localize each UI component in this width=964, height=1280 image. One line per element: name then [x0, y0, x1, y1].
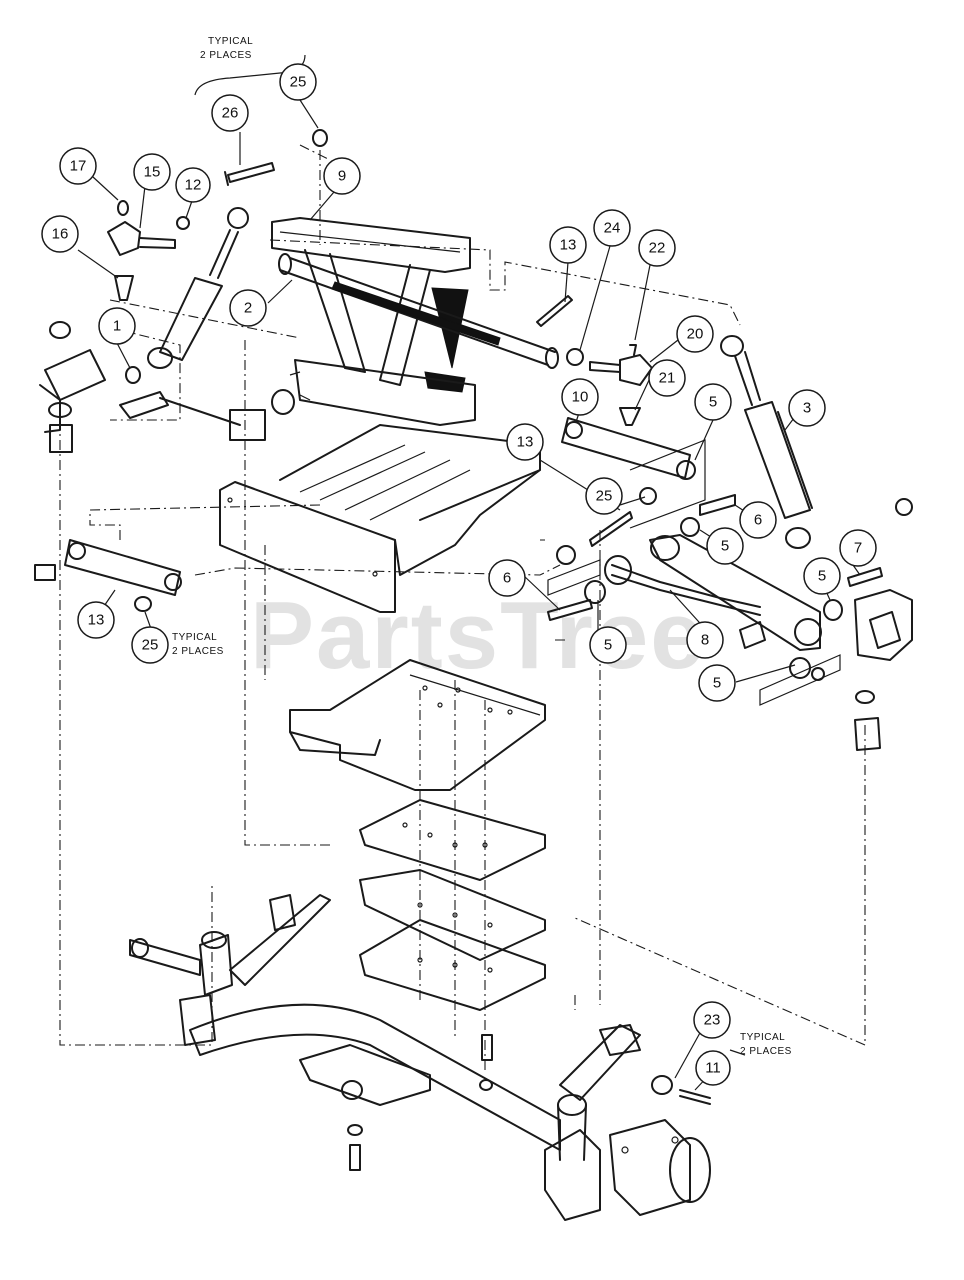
callout-20-label: 20: [687, 326, 704, 343]
callout-3: 3: [788, 389, 826, 427]
front-axle-assembly: [129, 894, 561, 1171]
callout-17: 17: [59, 147, 97, 185]
tie-rod-end-right: [536, 295, 653, 426]
callout-13-top: 13: [549, 226, 587, 264]
callout-5-a-label: 5: [709, 394, 717, 411]
center-mount-plate: [289, 659, 546, 791]
callout-1: 1: [98, 307, 136, 345]
callout-3-label: 3: [803, 400, 811, 417]
right-shock-absorber: [720, 335, 813, 549]
callout-25-top: 25: [279, 63, 317, 101]
callout-24: 24: [593, 209, 631, 247]
callout-15-label: 15: [144, 164, 161, 181]
tie-rod-end-left: [107, 200, 190, 301]
note-right-line2: 2 PLACES: [740, 1046, 792, 1057]
callout-2: 2: [229, 289, 267, 327]
note-right-line1: TYPICAL: [740, 1032, 785, 1043]
tie-bar-part-2: [278, 253, 559, 369]
note-left-line2: 2 PLACES: [172, 646, 224, 657]
callout-5-e: 5: [698, 664, 736, 702]
callout-17-label: 17: [70, 158, 87, 175]
sway-bar-and-lower-arm: [547, 498, 913, 751]
callout-10-label: 10: [572, 389, 589, 406]
note-top-line2: 2 PLACES: [200, 50, 252, 61]
left-shock-absorber: [147, 207, 249, 369]
callout-11: 11: [695, 1050, 731, 1086]
callout-12-label: 12: [185, 177, 202, 194]
callout-9: 9: [323, 157, 361, 195]
callout-21: 21: [648, 359, 686, 397]
callout-5-b: 5: [706, 527, 744, 565]
callout-12: 12: [175, 167, 211, 203]
callout-7: 7: [839, 529, 877, 567]
callout-25-left: 25: [131, 626, 169, 664]
callout-25-top-label: 25: [290, 74, 307, 91]
callout-13-top-label: 13: [560, 237, 577, 254]
callout-5-c-label: 5: [818, 568, 826, 585]
bolt-26-and-nut-25: [224, 129, 328, 186]
callout-5-d: 5: [589, 626, 627, 664]
callout-23-label: 23: [704, 1012, 721, 1029]
callout-16: 16: [41, 215, 79, 253]
callout-5-c: 5: [803, 557, 841, 595]
left-link-13: [34, 539, 182, 612]
callout-5-d-label: 5: [604, 637, 612, 654]
callout-26: 26: [211, 94, 249, 132]
note-left-line1: TYPICAL: [172, 632, 217, 643]
callout-6-b-label: 6: [503, 570, 511, 587]
callout-23: 23: [693, 1001, 731, 1039]
callout-11-label: 11: [705, 1060, 721, 1077]
callout-22-label: 22: [649, 240, 666, 257]
typical-notes: TYPICAL 2 PLACES TYPICAL 2 PLACES TYPICA…: [172, 36, 792, 1057]
callout-8: 8: [686, 621, 724, 659]
callout-13-mid-label: 13: [517, 434, 534, 451]
note-brackets: [194, 54, 746, 1056]
callout-6-b: 6: [488, 559, 526, 597]
callout-16-label: 16: [52, 226, 69, 243]
callout-10: 10: [561, 378, 599, 416]
assembly-guide-lines: [59, 144, 866, 1070]
callout-25-left-label: 25: [142, 637, 159, 654]
callout-2-label: 2: [244, 300, 252, 317]
callout-1-label: 1: [113, 318, 121, 335]
callout-9-label: 9: [338, 168, 346, 185]
callout-25-mid-label: 25: [596, 488, 613, 505]
callout-20: 20: [676, 315, 714, 353]
callout-25-mid: 25: [585, 477, 623, 515]
watermark-text: PartsTree: [250, 582, 706, 689]
callout-13-left-label: 13: [88, 612, 105, 629]
callout-8-label: 8: [701, 632, 709, 649]
right-spindle-hub: [544, 1024, 711, 1221]
note-top-line1: TYPICAL: [208, 36, 253, 47]
callout-21-label: 21: [659, 370, 676, 387]
callout-5-e-label: 5: [713, 675, 721, 692]
callout-6-a: 6: [739, 501, 777, 539]
leaf-spring-plates: [359, 799, 546, 1011]
callout-15: 15: [133, 153, 171, 191]
callout-5-a: 5: [694, 383, 732, 421]
callout-26-label: 26: [222, 105, 239, 122]
left-mount-bracket: [39, 321, 295, 453]
callout-13-left: 13: [77, 601, 115, 639]
right-link-10: [561, 417, 736, 547]
callout-labels: 26 25 17 15 12 9 16 2 1 13 24 22 20 21 1…: [41, 63, 877, 1086]
callout-22: 22: [638, 229, 676, 267]
callout-6-a-label: 6: [754, 512, 762, 529]
callout-5-b-label: 5: [721, 538, 729, 555]
callout-13-mid: 13: [506, 423, 544, 461]
callout-24-label: 24: [604, 220, 621, 237]
callout-7-label: 7: [854, 540, 862, 557]
